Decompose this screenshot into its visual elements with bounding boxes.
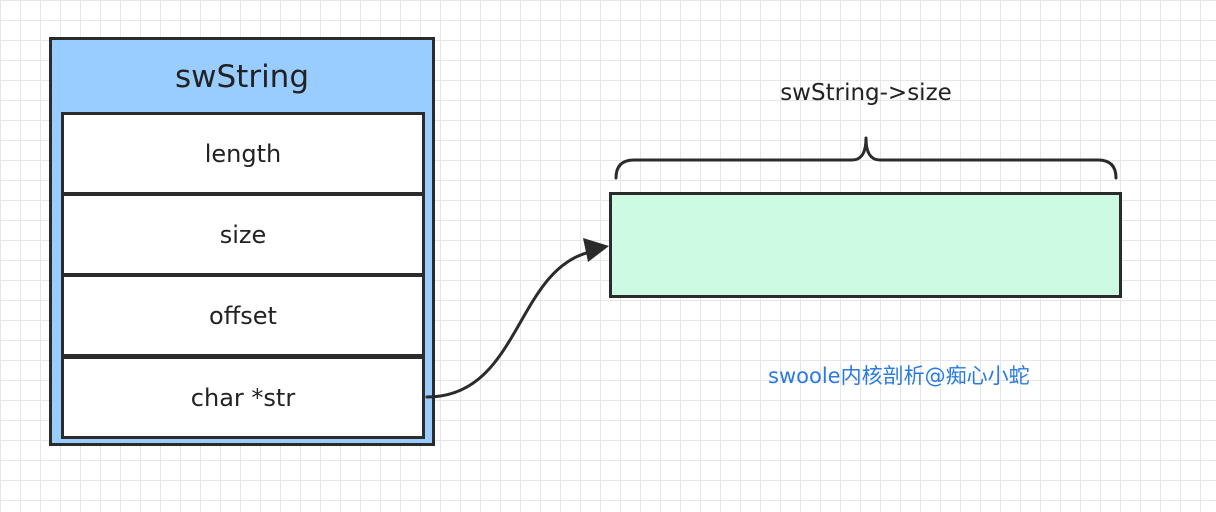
watermark-text: swoole内核剖析@痴心小蛇 <box>768 364 1030 388</box>
struct-field-list: length size offset char *str <box>61 112 425 439</box>
struct-title: swString <box>174 59 310 95</box>
swstring-struct-box: swString length size offset char *str <box>49 37 435 446</box>
field-size: size <box>61 193 425 276</box>
str-pointer-arrow <box>425 250 592 399</box>
size-curly-brace <box>614 136 1118 180</box>
field-str-pointer: char *str <box>61 356 425 439</box>
field-offset: offset <box>61 274 425 357</box>
buffer-size-label: swString->size <box>780 80 952 106</box>
str-pointer-arrowhead <box>583 238 609 262</box>
string-buffer-box <box>609 192 1122 298</box>
